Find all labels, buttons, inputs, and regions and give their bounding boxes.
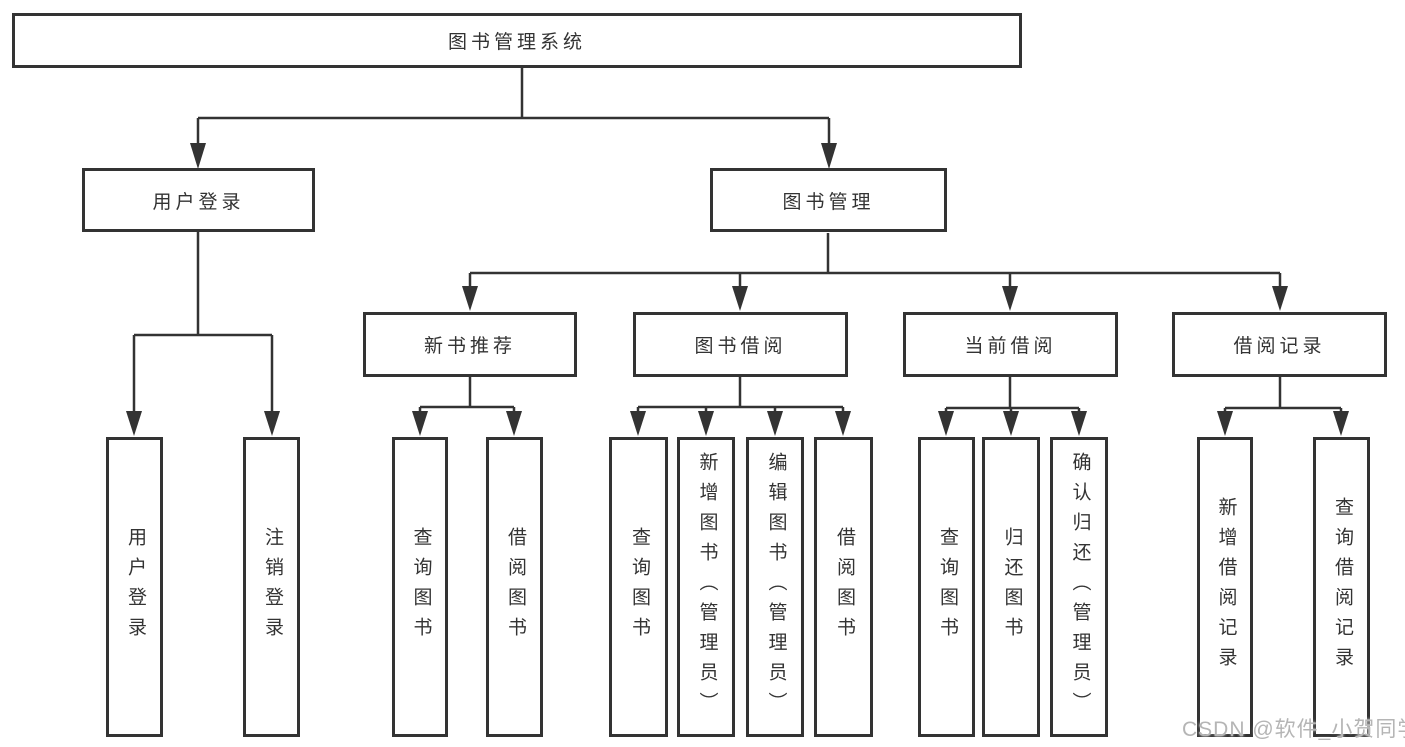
arrow-icon — [767, 411, 783, 436]
arrow-icon — [821, 143, 837, 169]
arrow-icon — [412, 411, 428, 436]
leaf-query-borrow-record: 查询借阅记录 — [1313, 437, 1370, 737]
node-book-borrowing-label: 图书借阅 — [694, 336, 787, 357]
arrow-icon — [732, 286, 748, 311]
node-current-borrowing: 当前借阅 — [903, 312, 1118, 377]
leaf-query-books-borrowing: 查询图书 — [609, 437, 668, 737]
leaf-add-borrow-record: 新增借阅记录 — [1197, 437, 1253, 737]
leaf-query-books-recommend-label: 查询图书 — [410, 527, 432, 647]
leaf-query-books-borrowing-label: 查询图书 — [628, 527, 650, 647]
leaf-logout: 注销登录 — [243, 437, 300, 737]
arrow-icon — [835, 411, 851, 436]
arrow-icon — [506, 411, 522, 436]
leaf-query-books-current-label: 查询图书 — [936, 527, 958, 647]
node-user-login: 用户登录 — [82, 168, 315, 232]
node-current-borrowing-label: 当前借阅 — [964, 336, 1057, 357]
leaf-query-borrow-record-label: 查询借阅记录 — [1331, 497, 1353, 677]
arrow-icon — [126, 411, 142, 436]
leaf-borrow-books: 借阅图书 — [814, 437, 873, 737]
leaf-borrow-books-recommend-label: 借阅图书 — [504, 527, 526, 647]
csdn-watermark: CSDN @软件_小贺同学 — [1182, 718, 1405, 741]
arrow-icon — [938, 411, 954, 436]
leaf-add-books-admin: 新增图书（管理员） — [677, 437, 735, 737]
arrow-icon — [698, 411, 714, 436]
arrow-icon — [1071, 411, 1087, 436]
node-book-borrowing: 图书借阅 — [633, 312, 848, 377]
arrow-icon — [1002, 286, 1018, 311]
leaf-user-login-label: 用户登录 — [124, 527, 146, 647]
node-user-login-label: 用户登录 — [152, 191, 245, 213]
leaf-return-books-label: 归还图书 — [1001, 527, 1023, 647]
node-borrowing-records: 借阅记录 — [1172, 312, 1387, 377]
leaf-return-books: 归还图书 — [982, 437, 1040, 737]
arrow-icon — [1333, 411, 1349, 436]
arrow-icon — [264, 411, 280, 436]
leaf-edit-books-admin-label: 编辑图书（管理员） — [765, 452, 787, 722]
arrow-icon — [1003, 411, 1019, 436]
node-book-management-label: 图书管理 — [782, 191, 875, 213]
node-new-book-recommendation: 新书推荐 — [363, 312, 577, 377]
leaf-edit-books-admin: 编辑图书（管理员） — [746, 437, 804, 737]
arrow-icon — [190, 143, 206, 169]
arrow-icon — [462, 286, 478, 311]
leaf-confirm-return-admin: 确认归还（管理员） — [1050, 437, 1108, 737]
arrow-icon — [1217, 411, 1233, 436]
node-library-management-system: 图书管理系统 — [12, 13, 1022, 68]
node-borrowing-records-label: 借阅记录 — [1233, 336, 1326, 357]
arrow-icon — [630, 411, 646, 436]
leaf-user-login: 用户登录 — [106, 437, 163, 737]
leaf-query-books-current: 查询图书 — [918, 437, 975, 737]
arrowheads — [126, 143, 1349, 436]
connector-stems — [132, 68, 1343, 414]
leaf-add-borrow-record-label: 新增借阅记录 — [1215, 497, 1237, 677]
arrow-icon — [1272, 286, 1288, 311]
leaf-add-books-admin-label: 新增图书（管理员） — [696, 452, 718, 722]
node-book-management: 图书管理 — [710, 168, 947, 232]
node-new-book-recommendation-label: 新书推荐 — [423, 336, 516, 357]
leaf-confirm-return-admin-label: 确认归还（管理员） — [1069, 452, 1091, 722]
node-library-management-system-label: 图书管理系统 — [447, 32, 586, 53]
leaf-query-books-recommend: 查询图书 — [392, 437, 448, 737]
leaf-borrow-books-recommend: 借阅图书 — [486, 437, 543, 737]
leaf-logout-label: 注销登录 — [261, 527, 283, 647]
leaf-borrow-books-label: 借阅图书 — [833, 527, 855, 647]
